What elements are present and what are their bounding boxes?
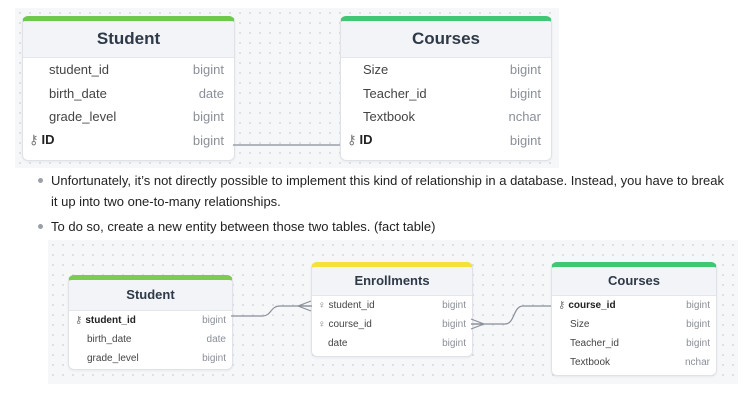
table-title: Courses xyxy=(341,21,551,58)
column-name: birth_date xyxy=(49,85,107,101)
column-type: nchar xyxy=(508,109,541,125)
column-type: date xyxy=(198,85,224,101)
column-name: grade_level xyxy=(49,109,117,125)
explanation-list: Unfortunately, it’s not directly possibl… xyxy=(38,170,728,237)
column-type: date xyxy=(206,334,226,345)
table-row[interactable]: Textbook nchar xyxy=(341,105,551,129)
key-icon: ⚷ xyxy=(558,300,566,311)
table-row[interactable]: date bigint xyxy=(312,334,472,353)
table-row-foreign-key[interactable]: ♀student_id bigint xyxy=(312,296,472,315)
table-row[interactable]: Size bigint xyxy=(341,58,551,82)
column-name: grade_level xyxy=(87,353,139,364)
column-type: bigint xyxy=(509,132,541,148)
list-item: Unfortunately, it’s not directly possibl… xyxy=(38,170,728,212)
column-name: ID xyxy=(41,132,55,148)
table-row[interactable]: grade_level bigint xyxy=(69,349,232,368)
key-icon: ⚷ xyxy=(75,315,83,326)
table-title: Student xyxy=(69,280,232,311)
table-row-primary-key[interactable]: ⚷ID bigint xyxy=(23,129,234,153)
table-row-primary-key[interactable]: ⚷student_id bigint xyxy=(69,311,232,330)
key-icon: ⚷ xyxy=(347,132,357,148)
table-title: Enrollments xyxy=(312,267,472,296)
column-type: bigint xyxy=(192,132,224,148)
column-name: Teacher_id xyxy=(363,85,427,101)
table-row-primary-key[interactable]: ⚷course_id bigint xyxy=(552,296,716,315)
courses-table[interactable]: Courses ⚷course_id bigint Size bigint Te… xyxy=(551,262,717,376)
column-type: bigint xyxy=(686,300,710,311)
column-name: ID xyxy=(359,132,373,148)
column-type: nchar xyxy=(684,357,710,368)
column-name: Textbook xyxy=(570,357,611,368)
table-row[interactable]: student_id bigint xyxy=(23,58,234,82)
table-row[interactable]: grade_level bigint xyxy=(23,105,234,129)
table-row-primary-key[interactable]: ⚷ID bigint xyxy=(341,129,551,153)
foreign-key-icon: ♀ xyxy=(318,300,326,311)
column-type: bigint xyxy=(442,300,466,311)
column-type: bigint xyxy=(509,62,541,78)
column-type: bigint xyxy=(192,62,224,78)
column-type: bigint xyxy=(686,338,710,349)
table-row[interactable]: Teacher_id bigint xyxy=(552,334,716,353)
column-type: bigint xyxy=(202,353,226,364)
table-row[interactable]: Size bigint xyxy=(552,315,716,334)
table-row[interactable]: birth_date date xyxy=(69,330,232,349)
courses-table[interactable]: Courses Size bigint Teacher_id bigint Te… xyxy=(340,16,552,161)
list-item: To do so, create a new entity between th… xyxy=(38,216,728,237)
column-type: bigint xyxy=(442,338,466,349)
enrollments-table[interactable]: Enrollments ♀student_id bigint ♀course_i… xyxy=(311,262,473,357)
table-title: Courses xyxy=(552,267,716,296)
column-name: course_id xyxy=(328,319,372,330)
key-icon: ⚷ xyxy=(29,132,39,148)
column-name: Textbook xyxy=(363,109,416,125)
column-name: student_id xyxy=(49,62,109,78)
column-name: Size xyxy=(570,319,590,330)
table-row[interactable]: birth_date date xyxy=(23,82,234,106)
column-name: course_id xyxy=(568,300,616,311)
table-row[interactable]: Textbook nchar xyxy=(552,353,716,372)
column-name: date xyxy=(328,338,348,349)
column-type: bigint xyxy=(192,109,224,125)
column-type: bigint xyxy=(509,85,541,101)
table-row-foreign-key[interactable]: ♀course_id bigint xyxy=(312,315,472,334)
column-name: Teacher_id xyxy=(570,338,619,349)
foreign-key-icon: ♀ xyxy=(318,319,326,330)
column-type: bigint xyxy=(686,319,710,330)
student-table[interactable]: Student ⚷student_id bigint birth_date da… xyxy=(68,275,233,370)
column-name: student_id xyxy=(328,300,375,311)
column-name: Size xyxy=(363,62,389,78)
student-table[interactable]: Student student_id bigint birth_date dat… xyxy=(22,16,235,161)
column-name: student_id xyxy=(85,315,136,326)
column-name: birth_date xyxy=(87,334,132,345)
table-row[interactable]: Teacher_id bigint xyxy=(341,82,551,106)
column-type: bigint xyxy=(442,319,466,330)
table-title: Student xyxy=(23,21,234,58)
column-type: bigint xyxy=(202,315,226,326)
